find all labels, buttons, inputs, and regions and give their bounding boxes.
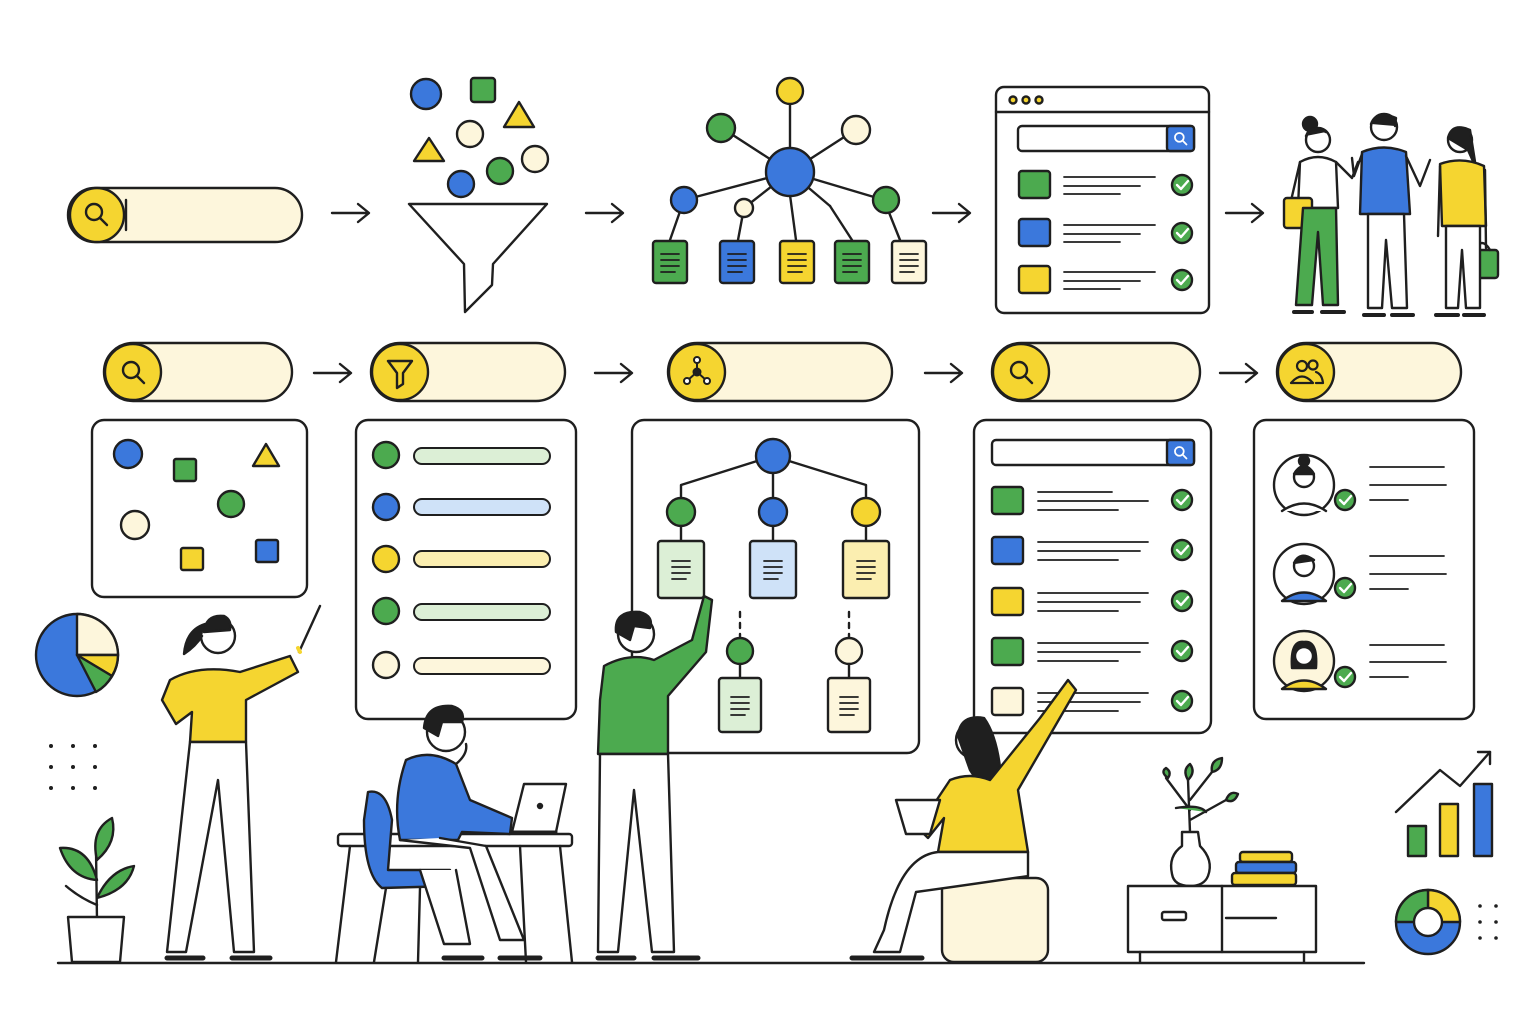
person-man [1350, 112, 1432, 317]
person-pointing-up [595, 594, 714, 961]
profile-row[interactable] [1272, 629, 1447, 693]
tablet-icon [894, 798, 942, 836]
vase-plant [1162, 756, 1240, 888]
arrow-right-icon [923, 362, 964, 384]
arrow-right-icon [1224, 202, 1265, 224]
users-icon [1289, 359, 1325, 385]
browser-window-icon [994, 85, 1211, 315]
potted-plant [58, 816, 136, 964]
list-item[interactable] [371, 650, 551, 680]
browser-search-button[interactable] [1165, 124, 1196, 153]
check-icon [1170, 689, 1194, 713]
panel-filtered-list [354, 418, 578, 721]
person-at-desk [334, 704, 574, 964]
dot-grid-decoration [49, 744, 97, 790]
check-icon [1333, 576, 1357, 600]
dot-grid-decoration [1478, 904, 1498, 940]
panel-tree-diagram [630, 418, 921, 755]
top-flow [66, 76, 1500, 317]
profile-row[interactable] [1272, 453, 1447, 517]
people-group-icon [1282, 112, 1500, 317]
panel-raw-data [90, 418, 309, 599]
result-row[interactable] [990, 586, 1194, 617]
cabinet [1126, 884, 1318, 964]
network-icon [683, 356, 711, 385]
result-row[interactable] [990, 535, 1194, 566]
filter-icon [386, 359, 414, 390]
stage-bar-search[interactable] [102, 341, 294, 403]
person-woman-bag [1282, 115, 1360, 314]
stage-bar-results-search[interactable] [990, 341, 1202, 403]
panel-profiles [1252, 418, 1476, 721]
arrow-right-icon [330, 202, 371, 224]
pie-chart-icon [34, 612, 120, 698]
profile-row[interactable] [1272, 542, 1447, 606]
arrow-right-icon [593, 362, 634, 384]
top-search-bar[interactable] [66, 186, 304, 244]
books-stack [1230, 850, 1298, 887]
check-icon [1170, 221, 1194, 245]
network-icon [651, 76, 928, 285]
person-seated-pointing [849, 678, 1078, 964]
check-icon [1170, 268, 1194, 292]
stage-bar-network[interactable] [666, 341, 894, 403]
stage-bar-filter[interactable] [369, 341, 567, 403]
person-presenter [160, 604, 322, 961]
list-item[interactable] [371, 492, 551, 522]
arrow-right-icon [931, 202, 972, 224]
check-icon [1170, 488, 1194, 512]
list-item[interactable] [371, 544, 551, 574]
result-row[interactable] [990, 485, 1194, 516]
check-icon [1170, 639, 1194, 663]
check-icon [1170, 173, 1194, 197]
list-item[interactable] [371, 440, 551, 470]
results-search-field[interactable] [990, 438, 1196, 467]
list-item[interactable] [371, 596, 551, 626]
results-search-button[interactable] [1165, 438, 1196, 467]
check-icon [1170, 538, 1194, 562]
check-icon [1333, 665, 1357, 689]
check-icon [1333, 488, 1357, 512]
donut-chart-icon [1394, 888, 1462, 956]
person-woman-shopping-bag [1434, 126, 1500, 317]
stage-bars-row [102, 341, 1463, 403]
stage-bar-people[interactable] [1275, 341, 1463, 403]
panel-search-results [972, 418, 1213, 735]
check-icon [1170, 589, 1194, 613]
arrow-right-icon [312, 362, 353, 384]
result-row[interactable] [990, 636, 1194, 667]
arrow-right-icon [584, 202, 625, 224]
arrow-right-icon [1218, 362, 1259, 384]
bar-chart-icon [1394, 750, 1494, 858]
funnel-icon [407, 76, 550, 314]
